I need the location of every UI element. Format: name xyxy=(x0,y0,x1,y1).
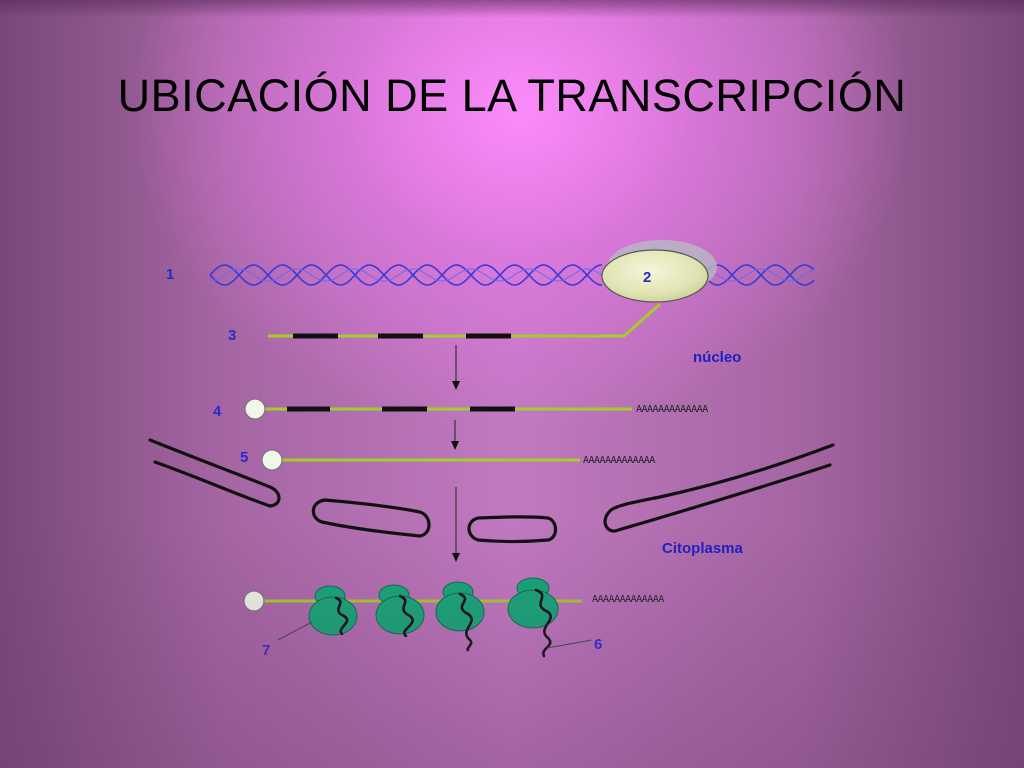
five-prime-cap xyxy=(261,449,283,471)
polysome xyxy=(243,577,582,658)
label-2: 2 xyxy=(643,269,651,286)
dna-strand-c xyxy=(209,268,815,282)
mature-mrna xyxy=(261,449,580,471)
polypeptide-chain xyxy=(458,592,473,652)
ribosome xyxy=(308,585,358,636)
arrow-down-icon xyxy=(452,345,460,390)
five-prime-cap xyxy=(244,398,266,420)
poly-a-tail: AAAAAAAAAAAAA xyxy=(583,455,655,466)
dna-strand-b xyxy=(209,264,815,286)
capped-pre-mrna xyxy=(244,398,632,420)
five-prime-cap xyxy=(243,590,265,612)
ribosome xyxy=(507,577,559,658)
label-nucleo: núcleo xyxy=(693,349,741,366)
label-citoplasma: Citoplasma xyxy=(662,540,744,557)
rna-polymerase xyxy=(601,240,717,303)
arrow-down-icon xyxy=(452,487,460,562)
label-6: 6 xyxy=(594,636,602,653)
label-7: 7 xyxy=(262,642,270,659)
nuclear-envelope xyxy=(148,438,835,544)
label-3: 3 xyxy=(228,327,236,344)
polypeptide-chain xyxy=(398,594,414,638)
poly-a-tail: AAAAAAAAAAAAA xyxy=(592,594,664,605)
dna-strand-a xyxy=(209,264,815,286)
polypeptide-chain xyxy=(534,588,552,658)
dna-double-helix xyxy=(209,264,815,286)
label-4: 4 xyxy=(213,403,222,420)
arrow-down-icon xyxy=(451,420,459,450)
polypeptide-chain xyxy=(334,596,349,636)
ribosome xyxy=(375,584,425,638)
label-1: 1 xyxy=(166,266,174,283)
leader-line-6 xyxy=(546,639,593,649)
label-5: 5 xyxy=(240,449,248,466)
ribosome xyxy=(435,581,485,652)
primary-transcript xyxy=(268,302,661,339)
leader-line-7 xyxy=(277,621,313,641)
poly-a-tail: AAAAAAAAAAAAA xyxy=(636,404,708,415)
slide-title: UBICACIÓN DE LA TRANSCRIPCIÓN xyxy=(117,70,907,121)
